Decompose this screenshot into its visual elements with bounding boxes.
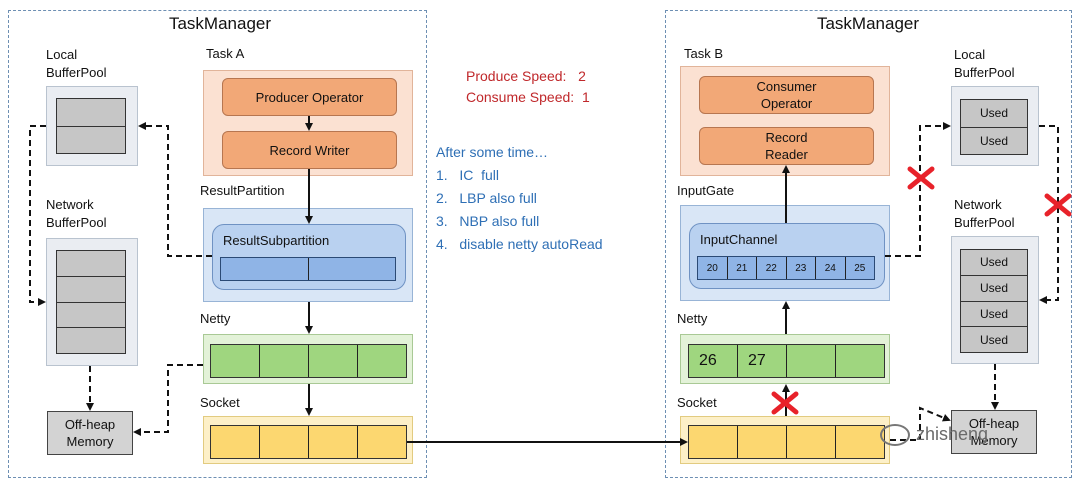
buffer-slot — [211, 426, 260, 458]
network-bufferpool-label-left: Network BufferPool — [46, 197, 107, 230]
network-bufferpool-cells-right: Used Used Used Used — [960, 249, 1028, 353]
pool-slot — [57, 277, 125, 303]
input-channel-buffers: 20 21 22 23 24 25 — [697, 256, 875, 280]
netty-buffer: 27 — [738, 345, 787, 377]
result-partition-label: ResultPartition — [200, 183, 285, 198]
pool-slot: Used — [961, 250, 1027, 276]
socket-label-right: Socket — [677, 395, 717, 410]
local-bufferpool-label-left: Local BufferPool — [46, 47, 107, 80]
left-taskmanager — [8, 10, 427, 478]
pool-slot — [57, 251, 125, 277]
netty-buffer: 26 — [689, 345, 738, 377]
channel-buffer: 24 — [816, 257, 846, 279]
local-bufferpool-cells-left — [56, 98, 126, 154]
result-subpartition-label: ResultSubpartition — [223, 233, 330, 248]
consumer-operator: Consumer Operator — [699, 76, 874, 114]
local-bufferpool-cells-right: Used Used — [960, 99, 1028, 155]
buffer-slot — [787, 426, 836, 458]
cross-icon — [907, 166, 935, 190]
offheap-memory-left: Off-heap Memory — [47, 411, 133, 455]
buffer-slot — [211, 345, 260, 377]
netty-buffer — [787, 345, 836, 377]
dashed-localpool-to-networkpool — [29, 125, 46, 306]
input-channel-label: InputChannel — [700, 232, 778, 247]
record-reader: Record Reader — [699, 127, 874, 165]
netty-buffers-left — [210, 344, 407, 378]
cross-icon — [1044, 193, 1072, 217]
dashed-localpool-to-networkpool-right — [1039, 125, 1059, 304]
buffer-slot — [309, 426, 358, 458]
result-subpartition-buffers — [220, 257, 396, 281]
dashed-subpartition-to-localpool — [138, 122, 212, 257]
network-bufferpool-label-right: Network BufferPool — [954, 197, 1015, 230]
buffer-slot — [260, 345, 309, 377]
dashed-netty-to-offheap-left — [133, 364, 203, 436]
pool-slot: Used — [961, 302, 1027, 328]
channel-buffer: 21 — [728, 257, 757, 279]
network-bufferpool-cells-left — [56, 250, 126, 354]
left-taskmanager-title: TaskManager — [168, 14, 272, 33]
channel-buffer: 23 — [787, 257, 816, 279]
socket-buffers-right — [688, 425, 885, 459]
local-bufferpool-label-right: Local BufferPool — [954, 47, 1015, 80]
netty-label-right: Netty — [677, 311, 708, 326]
note-item: 1. IC full — [436, 167, 500, 183]
channel-buffer: 25 — [854, 262, 866, 274]
offheap-memory-right: Off-heap Memory — [951, 410, 1037, 454]
watermark: zhisheng — [880, 424, 989, 447]
pool-slot: Used — [979, 133, 1008, 148]
note-item: 3. NBP also full — [436, 213, 540, 229]
record-writer: Record Writer — [222, 131, 397, 169]
notes-list: After some time… 1. IC full 2. LBP also … — [436, 141, 603, 256]
notes-title: After some time… — [436, 144, 549, 160]
speed-info: Produce Speed: 2 Consume Speed: 1 — [466, 66, 590, 108]
buffer-slot — [221, 258, 309, 280]
buffer-slot — [738, 426, 787, 458]
cross-icon — [771, 391, 799, 415]
buffer-slot — [260, 426, 309, 458]
dashed-inputchannel-to-localpool — [885, 122, 951, 257]
buffer-slot — [309, 345, 358, 377]
pool-slot: Used — [961, 100, 1027, 128]
task-a-label: Task A — [206, 46, 245, 61]
task-b-label: Task B — [684, 46, 724, 61]
pool-slot: Used — [961, 276, 1027, 302]
netty-label-left: Netty — [200, 311, 231, 326]
pool-slot — [57, 303, 125, 329]
produce-speed: Produce Speed: 2 — [466, 68, 586, 84]
channel-buffer: 22 — [757, 257, 787, 279]
channel-buffer: 20 — [698, 257, 728, 279]
pool-slot: Used — [979, 332, 1008, 347]
wechat-icon — [880, 424, 910, 447]
producer-operator: Producer Operator — [222, 78, 397, 116]
watermark-text: zhisheng — [916, 424, 989, 444]
socket-label-left: Socket — [200, 395, 240, 410]
pool-slot — [57, 99, 125, 127]
right-taskmanager-title: TaskManager — [816, 14, 920, 33]
netty-buffers-right: 26 27 — [688, 344, 885, 378]
note-item: 2. LBP also full — [436, 190, 537, 206]
consume-speed: Consume Speed: 1 — [466, 89, 590, 105]
input-gate-label: InputGate — [677, 183, 735, 198]
buffer-slot — [689, 426, 738, 458]
right-taskmanager — [665, 10, 1072, 478]
socket-buffers-left — [210, 425, 407, 459]
note-item: 4. disable netty autoRead — [436, 236, 603, 252]
